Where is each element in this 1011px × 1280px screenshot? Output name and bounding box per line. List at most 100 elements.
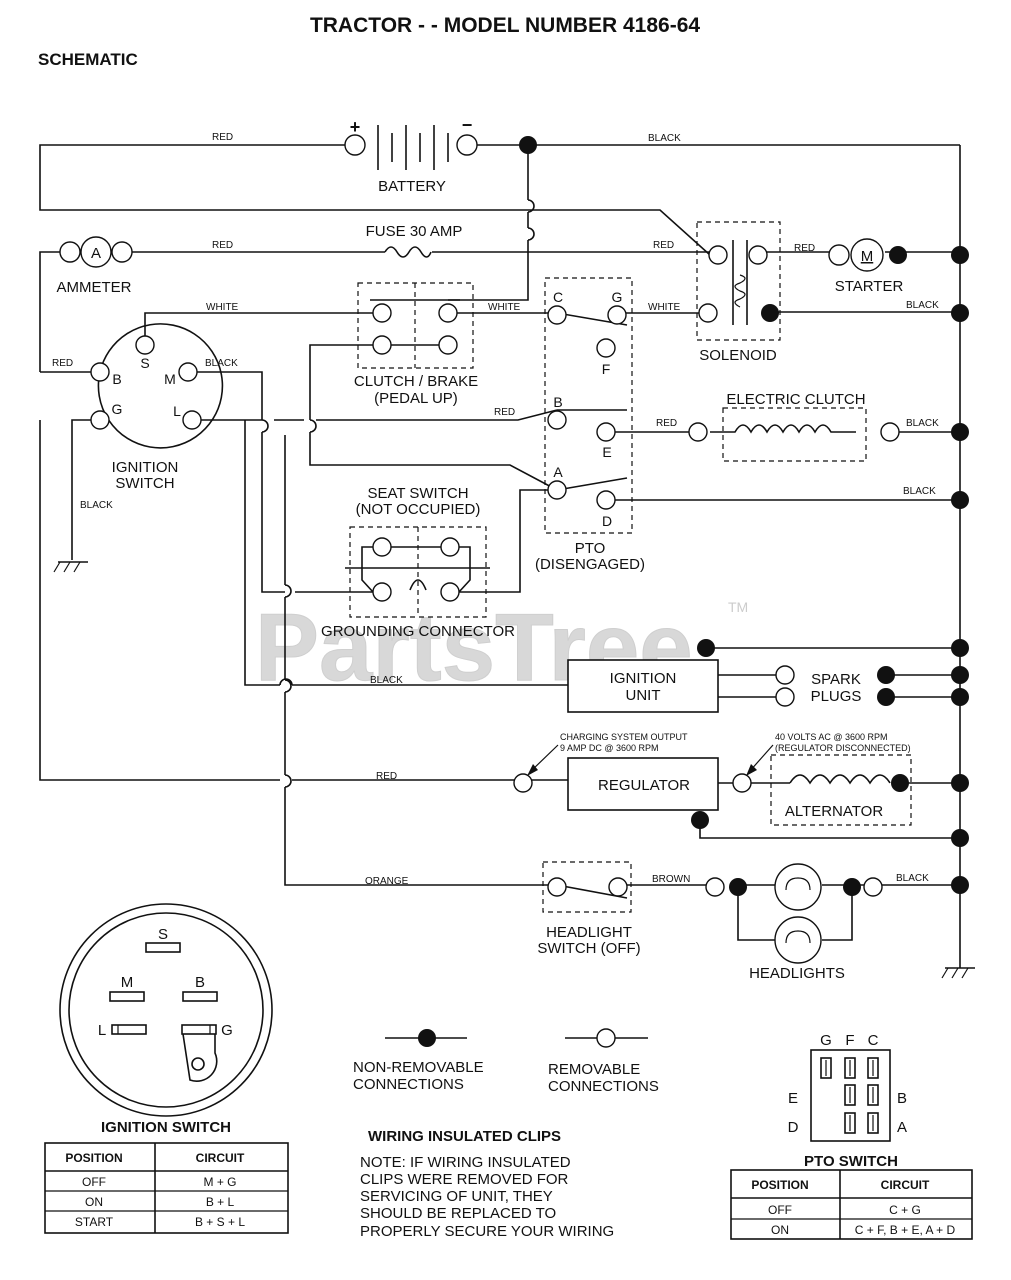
spark-plugs-label-1: SPARK	[811, 671, 861, 688]
pto-switch: C G F B E A D PTO (DISENGAGED)	[535, 277, 645, 573]
wire-labels: RED BLACK RED RED RED BLACK WHITE WHITE …	[52, 132, 939, 887]
ign-terminal-m: M	[164, 371, 176, 387]
ignition-table-row-0-position: OFF	[82, 1175, 106, 1189]
regulator-label: REGULATOR	[598, 777, 690, 794]
ign-face-s: S	[158, 926, 168, 943]
pto-face-b: B	[897, 1090, 907, 1107]
note-line-1: CLIPS WERE REMOVED FOR	[360, 1171, 569, 1188]
headlight-switch-label-1: HEADLIGHT	[546, 924, 632, 941]
ammeter-symbol: A	[91, 245, 101, 262]
electric-clutch-label: ELECTRIC CLUTCH	[726, 391, 865, 408]
legend-removable-1: REMOVABLE	[548, 1061, 640, 1078]
pto-switch-table: PTO SWITCH POSITION CIRCUIT OFF C + G ON…	[730, 1153, 973, 1240]
legend-removable-2: CONNECTIONS	[548, 1078, 659, 1095]
watermark: PartsTree TM	[255, 594, 749, 702]
wire-label-red-8: RED	[376, 771, 397, 782]
wire-label-orange: ORANGE	[365, 876, 409, 887]
pto-table-row-0-circuit: C + G	[889, 1203, 921, 1217]
pto-terminal-c: C	[553, 289, 563, 305]
charging-note-2: 9 AMP DC @ 3600 RPM	[560, 743, 659, 753]
ignition-switch-face: S M B L G	[59, 903, 273, 1117]
pto-terminal-f: F	[602, 361, 611, 377]
ign-terminal-l: L	[173, 403, 181, 419]
page-title: TRACTOR - - MODEL NUMBER 4186-64	[310, 14, 700, 37]
pto-terminal-b: B	[553, 394, 562, 410]
watermark-tm: TM	[728, 599, 748, 615]
solenoid: SOLENOID	[696, 221, 781, 364]
wire-label-red-2: RED	[212, 240, 233, 251]
wire-label-red-3: RED	[653, 240, 674, 251]
electric-clutch: ELECTRIC CLUTCH	[688, 391, 900, 462]
fuse-label: FUSE 30 AMP	[366, 223, 463, 240]
note-line-2: SERVICING OF UNIT, THEY	[360, 1188, 553, 1205]
battery: + − BATTERY	[344, 115, 478, 195]
grounding-connector-label: GROUNDING CONNECTOR	[321, 623, 515, 640]
wire-label-black-5: BLACK	[903, 486, 936, 497]
pto-table-header-position: POSITION	[751, 1178, 808, 1192]
ignition-switch-label-2: SWITCH	[115, 475, 174, 492]
ign-face-m: M	[121, 974, 134, 991]
starter: M STARTER	[828, 238, 907, 295]
pto-terminal-e: E	[602, 444, 611, 460]
ign-terminal-g: G	[112, 401, 123, 417]
pto-face-g: G	[820, 1032, 832, 1049]
starter-label: STARTER	[835, 278, 904, 295]
wire-label-black-7: BLACK	[370, 675, 403, 686]
pto-terminal-a: A	[553, 464, 563, 480]
page-subtitle: SCHEMATIC	[38, 50, 138, 69]
note-line-0: NOTE: IF WIRING INSULATED	[360, 1154, 571, 1171]
wire-label-black-8: BLACK	[896, 873, 929, 884]
starter-symbol: M	[861, 248, 874, 265]
pto-face-e: E	[788, 1090, 798, 1107]
spark-plugs-label-2: PLUGS	[811, 688, 862, 705]
ignition-table-row-1-circuit: B + L	[206, 1195, 235, 1209]
wire-label-black-1: BLACK	[648, 133, 681, 144]
wire-label-red-1: RED	[212, 132, 233, 143]
pto-face-d: D	[788, 1119, 799, 1136]
pto-face-a: A	[897, 1119, 907, 1136]
ignition-table-row-1-position: ON	[85, 1195, 103, 1209]
battery-minus-sign: −	[462, 115, 473, 135]
pto-label-1: PTO	[575, 540, 606, 557]
battery-positive-terminal	[344, 134, 366, 156]
seat-switch-label-1: SEAT SWITCH	[367, 485, 468, 502]
ignition-unit: IGNITION UNIT	[567, 639, 719, 713]
pto-table-title: PTO SWITCH	[804, 1153, 898, 1170]
ignition-table-title: IGNITION SWITCH	[101, 1119, 231, 1136]
wire-label-black-2: BLACK	[906, 300, 939, 311]
wire-label-white-3: WHITE	[648, 302, 681, 313]
ignition-unit-label-2: UNIT	[626, 687, 661, 704]
alternator-note-2: (REGULATOR DISCONNECTED)	[775, 743, 911, 753]
spark-plugs: SPARK PLUGS	[775, 665, 895, 707]
headlights: HEADLIGHTS	[705, 863, 883, 982]
wire-label-red-5: RED	[52, 358, 73, 369]
ign-face-g: G	[221, 1022, 233, 1039]
wiring-clips-note: WIRING INSULATED CLIPS NOTE: IF WIRING I…	[360, 1128, 614, 1240]
charging-note-1: CHARGING SYSTEM OUTPUT	[560, 732, 688, 742]
pto-table-row-1-circuit: C + F, B + E, A + D	[855, 1223, 956, 1237]
ignition-table-header-circuit: CIRCUIT	[196, 1151, 245, 1165]
wire-label-red-4: RED	[794, 243, 815, 254]
ammeter-label: AMMETER	[57, 279, 132, 296]
pto-switch-face: G F C E B D A	[788, 1032, 907, 1142]
wire-label-white-2: WHITE	[488, 302, 521, 313]
watermark-text: PartsTree	[255, 594, 693, 701]
ignition-switch-label-1: IGNITION	[112, 459, 179, 476]
headlights-label: HEADLIGHTS	[749, 965, 845, 982]
wire-label-black-4: BLACK	[906, 418, 939, 429]
seat-switch: SEAT SWITCH (NOT OCCUPIED) GROUNDING CON…	[321, 485, 515, 640]
legend-non-removable-1: NON-REMOVABLE	[353, 1059, 484, 1076]
wire-label-white-1: WHITE	[206, 302, 239, 313]
wire-label-black-6: BLACK	[80, 500, 113, 511]
battery-label: BATTERY	[378, 178, 446, 195]
alternator-note-1: 40 VOLTS AC @ 3600 RPM	[775, 732, 888, 742]
ignition-switch: S B M G L IGNITION SWITCH	[90, 323, 224, 492]
pto-terminal-d: D	[602, 513, 612, 529]
seat-switch-label-2: (NOT OCCUPIED)	[356, 501, 481, 518]
clutch-brake-switch: CLUTCH / BRAKE (PEDAL UP)	[354, 282, 478, 407]
pto-terminal-g: G	[612, 289, 623, 305]
wires	[39, 144, 975, 979]
note-line-4: PROPERLY SECURE YOUR WIRING	[360, 1223, 614, 1240]
ign-face-l: L	[98, 1022, 106, 1039]
